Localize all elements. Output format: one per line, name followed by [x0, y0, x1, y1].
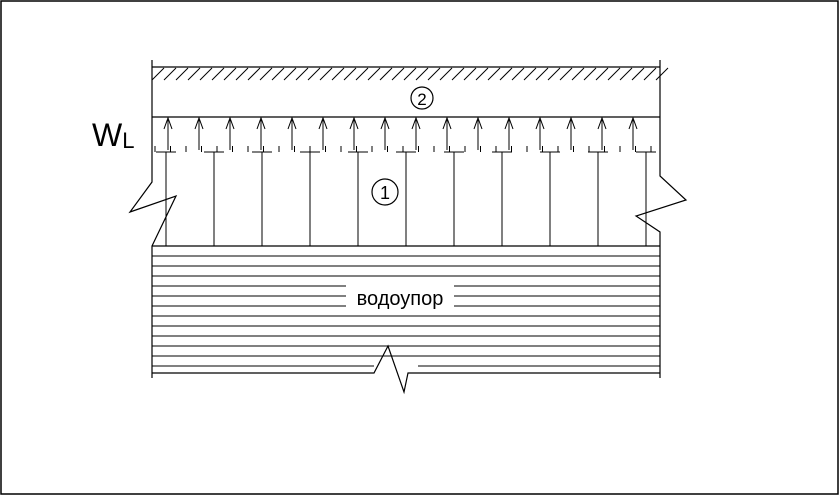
hatch-stroke [259, 67, 273, 81]
hatch-stroke [367, 67, 381, 81]
hatch-stroke [439, 67, 453, 81]
arrow-head [287, 116, 297, 130]
hatch-stroke [427, 67, 441, 81]
hatch-stroke [559, 67, 573, 81]
hatch-stroke [175, 67, 189, 81]
hatch-stroke [163, 67, 177, 81]
arrow-head [349, 116, 359, 130]
hatch-stroke [571, 67, 585, 81]
hatch-stroke [547, 67, 561, 81]
hatch-stroke [391, 67, 405, 81]
hatch-stroke [655, 67, 669, 81]
hatch-stroke [151, 67, 165, 81]
layer-1-marker-circle [371, 178, 399, 206]
arrow-head [163, 116, 173, 130]
aquitard-label-bg [346, 284, 454, 312]
arrow-head [256, 116, 266, 130]
hatch-stroke [595, 67, 609, 81]
hatch-stroke [631, 67, 645, 81]
layer-2-marker: 2 [417, 90, 426, 109]
hatch-stroke [535, 67, 549, 81]
hatch-stroke [223, 67, 237, 81]
hatch-stroke [319, 67, 333, 81]
wl-main: W [92, 117, 123, 153]
hatch-stroke [343, 67, 357, 81]
arrow-head [318, 116, 328, 130]
hatch-stroke [487, 67, 501, 81]
arrow-head [411, 116, 421, 130]
hatch-stroke [247, 67, 261, 81]
wl-label: WL [92, 117, 134, 153]
arrow-head [535, 116, 545, 130]
hatch-stroke [211, 67, 225, 81]
hatch-stroke [379, 67, 393, 81]
pressure-ticks [154, 146, 652, 152]
left-boundary-break [128, 60, 178, 378]
hatch-stroke [415, 67, 429, 81]
hatch-stroke [463, 67, 477, 81]
hatch-stroke [403, 67, 417, 81]
arrow-head [504, 116, 514, 130]
bottom-break-bg [374, 364, 418, 380]
arrow-head [473, 116, 483, 130]
hatch-stroke [271, 67, 285, 81]
bottom-break-line [152, 344, 660, 395]
hatch-stroke [283, 67, 297, 81]
hatch-stroke [451, 67, 465, 81]
wl-subscript: L [122, 128, 134, 153]
piezometer-posts [156, 151, 656, 246]
hatch-stroke [355, 67, 369, 81]
arrow-head [442, 116, 452, 130]
arrow-head [194, 116, 204, 130]
hatch-stroke [607, 67, 621, 81]
hatch-stroke [643, 67, 657, 81]
hatch-stroke [619, 67, 633, 81]
hatch-stroke [199, 67, 213, 81]
arrow-head [628, 116, 638, 130]
hatch-stroke [235, 67, 249, 81]
hatch-stroke [187, 67, 201, 81]
arrow-head [225, 116, 235, 130]
right-boundary-break [634, 60, 688, 378]
hatch-stroke [295, 67, 309, 81]
layer-1-marker: 1 [380, 183, 390, 203]
upward-pressure-arrows [163, 116, 638, 150]
aquitard-label: водоупор [357, 288, 444, 310]
hatch-stroke [583, 67, 597, 81]
arrow-head [566, 116, 576, 130]
surface-hatching [151, 67, 669, 81]
arrow-head [380, 116, 390, 130]
hatch-stroke [475, 67, 489, 81]
layer-2-marker-circle [410, 86, 434, 110]
hatch-stroke [331, 67, 345, 81]
hatch-stroke [499, 67, 513, 81]
hatch-stroke [307, 67, 321, 81]
arrow-head [597, 116, 607, 130]
hatch-stroke [523, 67, 537, 81]
hatch-stroke [511, 67, 525, 81]
